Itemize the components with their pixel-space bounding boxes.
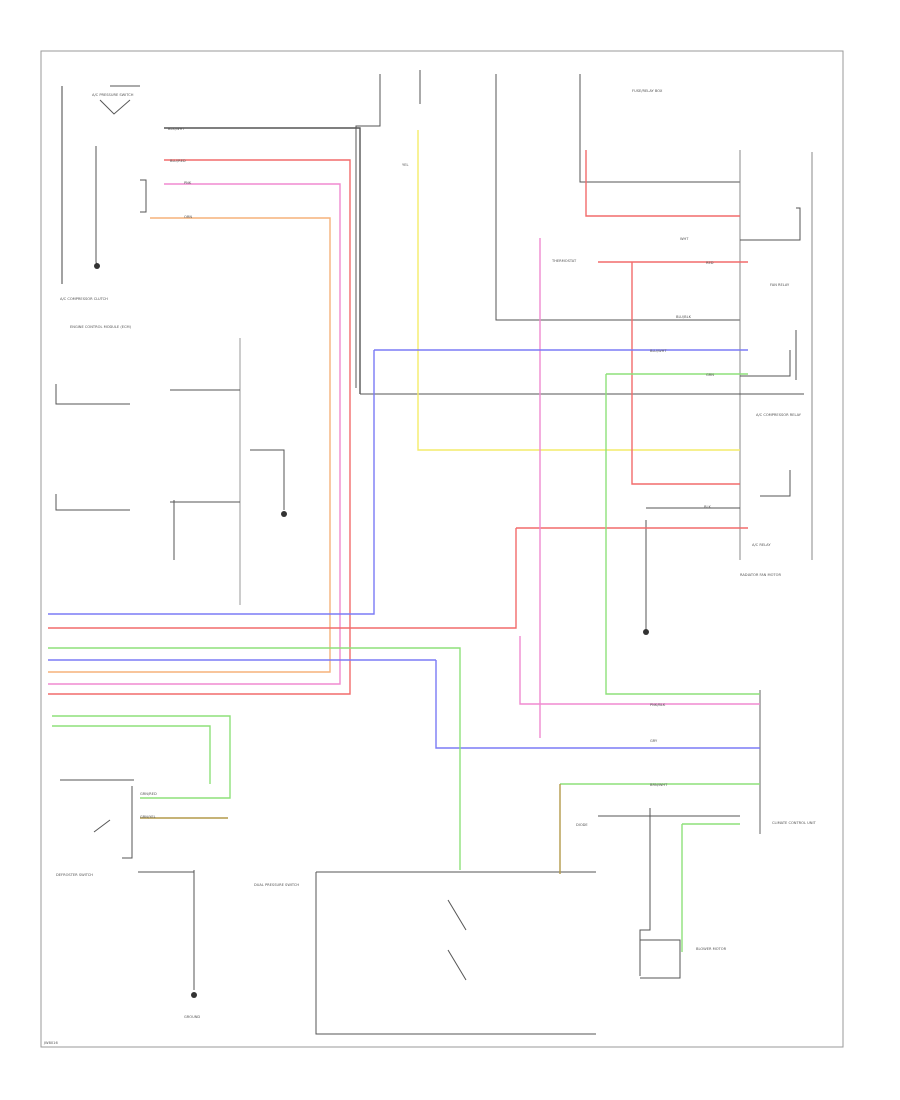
green-wire: [52, 715, 231, 799]
blue-wire: [435, 660, 760, 749]
clutch-label: A/C COMPRESSOR CLUTCH: [60, 297, 108, 301]
fan-relay-label: FAN RELAY: [770, 283, 790, 287]
wire-tag: BLK/WHT: [168, 127, 185, 131]
diode-label: DIODE: [576, 823, 588, 827]
wire-tag: BLK: [704, 505, 711, 509]
green-wire: [605, 374, 760, 695]
dual-pressure-label: DUAL PRESSURE SWITCH: [254, 883, 299, 887]
wire-tag: BLU/BLK: [676, 315, 692, 319]
wire-tag: YEL: [402, 163, 408, 167]
wire-tag: PNK/BLK: [650, 703, 666, 707]
wire-tag: BLU/WHT: [650, 349, 667, 353]
radiator-fan-label: RADIATOR FAN MOTOR: [740, 573, 781, 577]
fuse-box-label: FUSE/RELAY BOX: [632, 89, 663, 93]
ground-icon: [281, 511, 287, 517]
wire-tags: BLK/WHT BLU/RED PNK ORN YEL BLU/WHT BLU/…: [140, 127, 714, 819]
ac-switch-label: A/C PRESSURE SWITCH: [92, 93, 134, 97]
red-wire: [631, 262, 740, 485]
outer-frame: [40, 50, 844, 1048]
red-wire: [585, 150, 740, 217]
component-labels: A/C PRESSURE SWITCH A/C COMPRESSOR CLUTC…: [56, 89, 817, 1019]
wire-tag: WHT: [680, 237, 689, 241]
green-wire: [52, 725, 211, 784]
wire-tag: PNK: [184, 181, 192, 185]
green-wire: [48, 647, 461, 870]
wire-tag: GRY: [650, 739, 658, 743]
red-wire: [48, 528, 517, 629]
blower-label: BLOWER MOTOR: [696, 947, 727, 951]
ground-symbols: [94, 263, 649, 998]
defroster-label: DEFROSTER SWITCH: [56, 873, 93, 877]
ac-relay-label: A/C RELAY: [752, 543, 771, 547]
comp-relay-label: A/C COMPRESSOR RELAY: [756, 413, 802, 417]
colored-wires: [48, 127, 760, 952]
ground-icon: [643, 629, 649, 635]
orange-wire: [48, 217, 331, 673]
pink-wire: [519, 636, 760, 705]
footer-code: JW8016: [43, 1041, 58, 1045]
control-unit-label: CLIMATE CONTROL UNIT: [772, 821, 817, 825]
ground-icon: [94, 263, 100, 269]
wire-tag: BLU/RED: [170, 159, 186, 163]
wire-tag: GRN: [706, 373, 714, 377]
wire-tag: GRN/RED: [140, 792, 157, 796]
pink-wire: [48, 183, 341, 685]
red-wire: [48, 159, 351, 695]
ecm-label: ENGINE CONTROL MODULE (ECM): [70, 325, 132, 329]
thermostat-label: THERMOSTAT: [551, 259, 577, 263]
wire-tag: RED: [706, 261, 714, 265]
blue-wire: [48, 350, 375, 615]
wire-tag: GRN/YEL: [140, 815, 156, 819]
gray-wire: [164, 127, 361, 394]
ground-label: GROUND: [184, 1015, 200, 1019]
wire-tag: BRN/WHT: [650, 783, 668, 787]
ground-icon: [191, 992, 197, 998]
wire-tag: ORN: [184, 215, 192, 219]
